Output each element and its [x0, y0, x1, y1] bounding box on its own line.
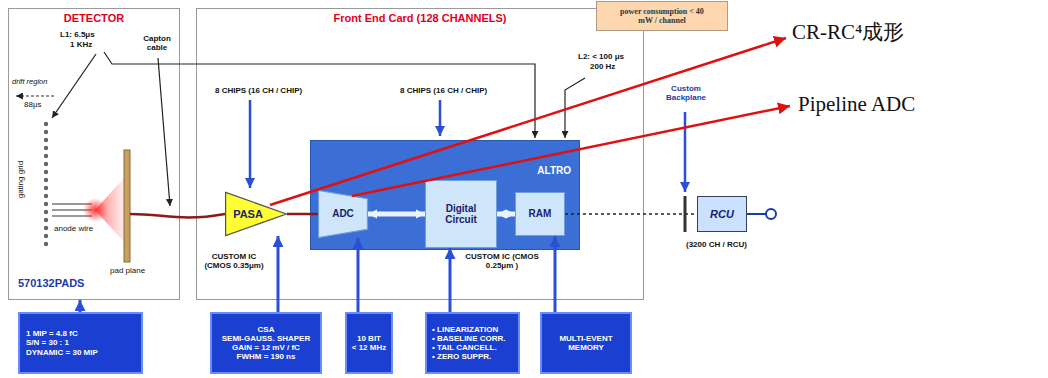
avalanche-glow — [83, 198, 107, 222]
panel-title: DETECTOR — [64, 12, 124, 25]
spec-text: 10 BIT — [357, 334, 381, 343]
spec-arrow — [357, 238, 360, 312]
spec-text: S/N = 30 : 1 — [26, 338, 69, 347]
gating-grid-wires — [42, 120, 50, 248]
adc-trapezoid-outline — [319, 190, 368, 237]
chip-count-label: 8 CHIPS (16 CH / CHIP) — [400, 86, 487, 95]
bus-arrow — [368, 212, 425, 217]
channel-count-label: (3200 CH / RCU) — [686, 240, 747, 249]
spec-arrow — [554, 236, 557, 312]
timing-label: 88μs — [24, 100, 42, 109]
amplifier-triangle-outline — [226, 192, 287, 235]
backplane-link — [565, 213, 697, 215]
spec-box: CSASEMI-GAUSS. SHAPERGAIN = 12 mV / fCFW… — [210, 312, 322, 374]
backplane-connector — [684, 196, 687, 232]
memory-box: RAM — [515, 192, 565, 236]
signal-wire — [287, 213, 318, 216]
panel-title: Front End Card (128 CHANNELS) — [334, 12, 507, 25]
part-label: pad plane — [110, 266, 145, 275]
spec-text: • BASELINE CORR. — [432, 334, 505, 343]
technology-label: CUSTOM IC (CMOS 0.25μm ) — [462, 252, 542, 270]
note-box: power consumption < 40 mW / channel — [596, 1, 728, 31]
timing-label: L2: < 100 μs — [578, 52, 624, 61]
note-text: power consumption < 40 mW / channel — [612, 7, 712, 25]
block-label: Digital Circuit — [430, 203, 492, 226]
output-terminal — [766, 209, 776, 219]
pointer-arrow — [439, 100, 442, 136]
pointer-arrow — [684, 112, 687, 192]
output-wire — [747, 213, 766, 215]
part-label: gating grid — [16, 161, 25, 198]
block-label: RCU — [710, 208, 734, 221]
trigger-line — [52, 54, 96, 118]
timing-label: 200 Hz — [590, 62, 615, 71]
spec-text: SEMI-GAUSS. SHAPER — [222, 334, 310, 343]
anode-wire — [52, 215, 92, 217]
block-label: ADC — [332, 208, 354, 220]
chip-count-label: 8 CHIPS (16 CH / CHIP) — [215, 86, 302, 95]
process-box: Digital Circuit — [425, 180, 497, 248]
technology-label: CUSTOM IC (CMOS 0.35μm) — [198, 252, 270, 270]
spec-text: FWHM = 190 ns — [237, 352, 296, 361]
adc-trapezoid: ADC — [318, 190, 368, 238]
part-label: Capton cable — [136, 34, 178, 52]
annotation-text: Pipeline ADC — [798, 92, 915, 116]
spec-text: DYNAMIC = 30 MIP — [26, 348, 98, 357]
anode-wire — [52, 203, 92, 205]
amplifier-triangle: PASA — [225, 192, 287, 236]
spec-text: • LINEARIZATION — [432, 325, 498, 334]
drift-arrow — [16, 95, 54, 96]
front-end-card: Front End Card (128 CHANNELS) PASA ALTRO AD… — [196, 8, 644, 300]
spec-text: MULTI-EVENT MEMORY — [548, 334, 624, 352]
spec-text: • TAIL CANCELL. — [432, 343, 497, 352]
block-label: PASA — [233, 208, 263, 221]
pointer-arrow — [249, 100, 252, 188]
timing-label: 1 KHz — [70, 40, 92, 49]
capton-cable — [130, 214, 225, 218]
spec-text: • ZERO SUPPR. — [432, 352, 491, 361]
spec-arrow — [79, 300, 82, 312]
part-label: anode wire — [54, 224, 93, 233]
part-label: Custom Backplane — [655, 84, 717, 102]
leader-line — [158, 58, 170, 206]
spec-text: CSA — [258, 325, 275, 334]
chip-name: ALTRO — [537, 165, 571, 177]
spec-box: • LINEARIZATION• BASELINE CORR.• TAIL CA… — [425, 312, 520, 374]
anode-wire — [52, 209, 92, 211]
trigger-line — [565, 78, 585, 138]
spec-text: < 12 MHz — [352, 343, 386, 352]
chip-block: ALTRO ADC Digital Circuit RAM — [310, 140, 580, 250]
callout-arrow — [270, 38, 786, 205]
spec-box: 10 BIT< 12 MHz — [345, 312, 393, 374]
region-label: drift region — [12, 78, 47, 87]
count-label: 570132PADS — [18, 277, 84, 290]
callout-arrow — [352, 106, 790, 196]
trigger-line — [104, 52, 535, 138]
annotation-text: CR-RC⁴成形 — [792, 20, 904, 44]
spec-text: GAIN = 12 mV / fC — [232, 343, 300, 352]
induced-signal-cone — [95, 178, 124, 242]
spec-arrow — [277, 236, 280, 312]
spec-box: 1 MIP = 4.8 fCS/N = 30 : 1DYNAMIC = 30 M… — [18, 312, 143, 374]
spec-box: MULTI-EVENT MEMORY — [540, 312, 632, 374]
timing-label: L1: 6.5μs — [60, 30, 95, 39]
spec-text: 1 MIP = 4.8 fC — [26, 329, 78, 338]
spec-arrow — [449, 248, 452, 312]
pad-plane — [124, 150, 130, 262]
bus-arrow — [497, 212, 515, 217]
block-label: RAM — [529, 208, 552, 220]
readout-unit-box: RCU — [697, 196, 747, 232]
